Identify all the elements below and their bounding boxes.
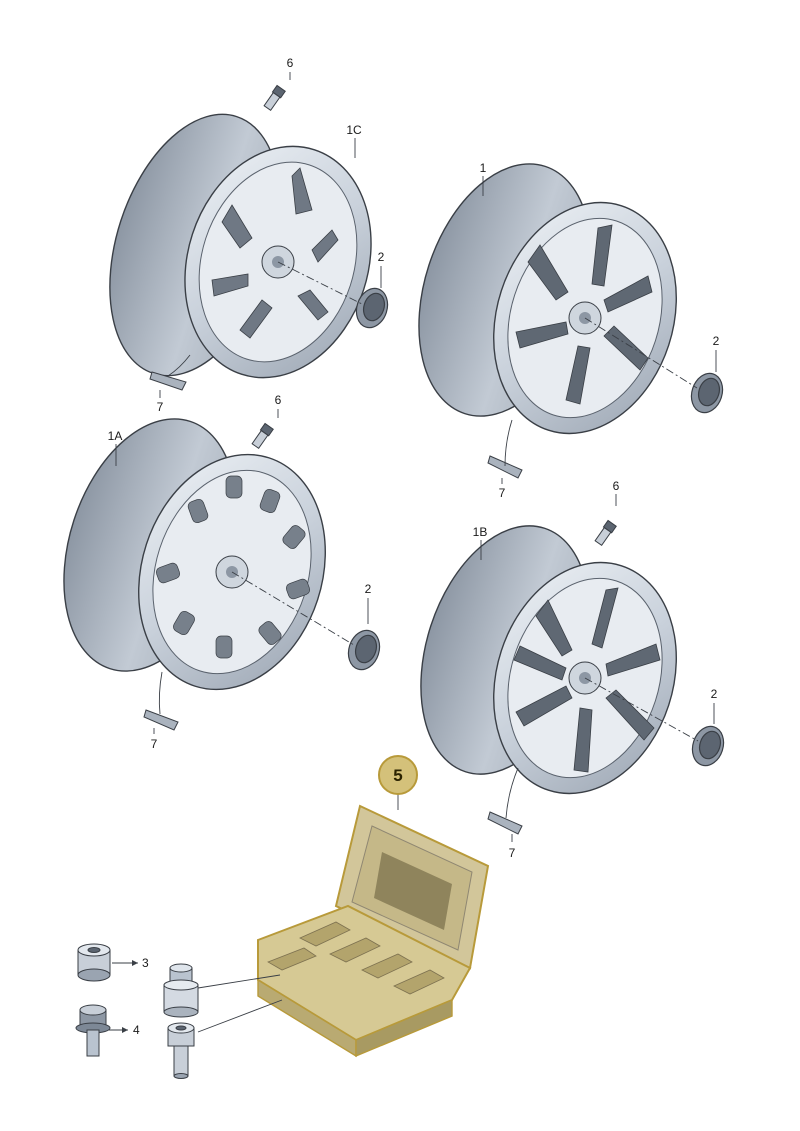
label-wheel-1: 1	[480, 161, 487, 175]
label-weight-1b: 7	[509, 846, 516, 860]
adapter-bolt	[167, 1022, 195, 1079]
label-cap-1: 2	[713, 334, 720, 348]
valves	[251, 84, 617, 547]
valve-top	[263, 84, 286, 112]
weight-leaders	[158, 354, 519, 819]
center-cap-1a	[347, 629, 381, 671]
center-cap-1c	[355, 287, 389, 329]
weight-1c	[149, 371, 187, 391]
adapter-socket	[163, 963, 199, 1018]
label-valve-right: 6	[613, 479, 620, 493]
callouts: 6 1C 2 7 1 2 7 6 1A 2 7 6 1B	[108, 56, 720, 1037]
label-nut: 3	[142, 956, 149, 970]
lock-nut	[77, 943, 111, 982]
center-caps	[347, 287, 725, 767]
label-wheel-1c: 1C	[346, 123, 362, 137]
kit-leaders	[197, 974, 283, 1033]
label-cap-1c: 2	[378, 250, 385, 264]
weight-1b	[487, 811, 523, 835]
wheel-1	[418, 163, 677, 435]
label-weight-1c: 7	[157, 400, 164, 414]
lock-bolt	[75, 1004, 111, 1057]
weight-1	[487, 455, 523, 479]
wheel-1c	[109, 113, 372, 379]
label-weight-1a: 7	[151, 737, 158, 751]
wheel-1a	[63, 418, 326, 691]
valve-mid	[251, 422, 274, 450]
label-bolt: 4	[133, 1023, 140, 1037]
label-valve-mid: 6	[275, 393, 282, 407]
weight-1a	[143, 709, 179, 731]
label-wheel-1b: 1B	[473, 525, 488, 539]
label-weight-1: 7	[499, 486, 506, 500]
axis-lines	[231, 261, 699, 742]
label-kit: 5	[393, 766, 402, 785]
wheel-1b	[420, 525, 677, 795]
valve-right	[594, 519, 617, 547]
center-cap-1	[690, 372, 724, 414]
kit-callout-badge	[378, 755, 418, 795]
center-cap-1b	[691, 725, 725, 767]
label-valve-top: 6	[287, 56, 294, 70]
label-cap-1b: 2	[711, 687, 718, 701]
weights	[143, 371, 523, 835]
lock-bolt-kit	[257, 804, 490, 1058]
label-wheel-1a: 1A	[108, 429, 123, 443]
label-cap-1a: 2	[365, 582, 372, 596]
